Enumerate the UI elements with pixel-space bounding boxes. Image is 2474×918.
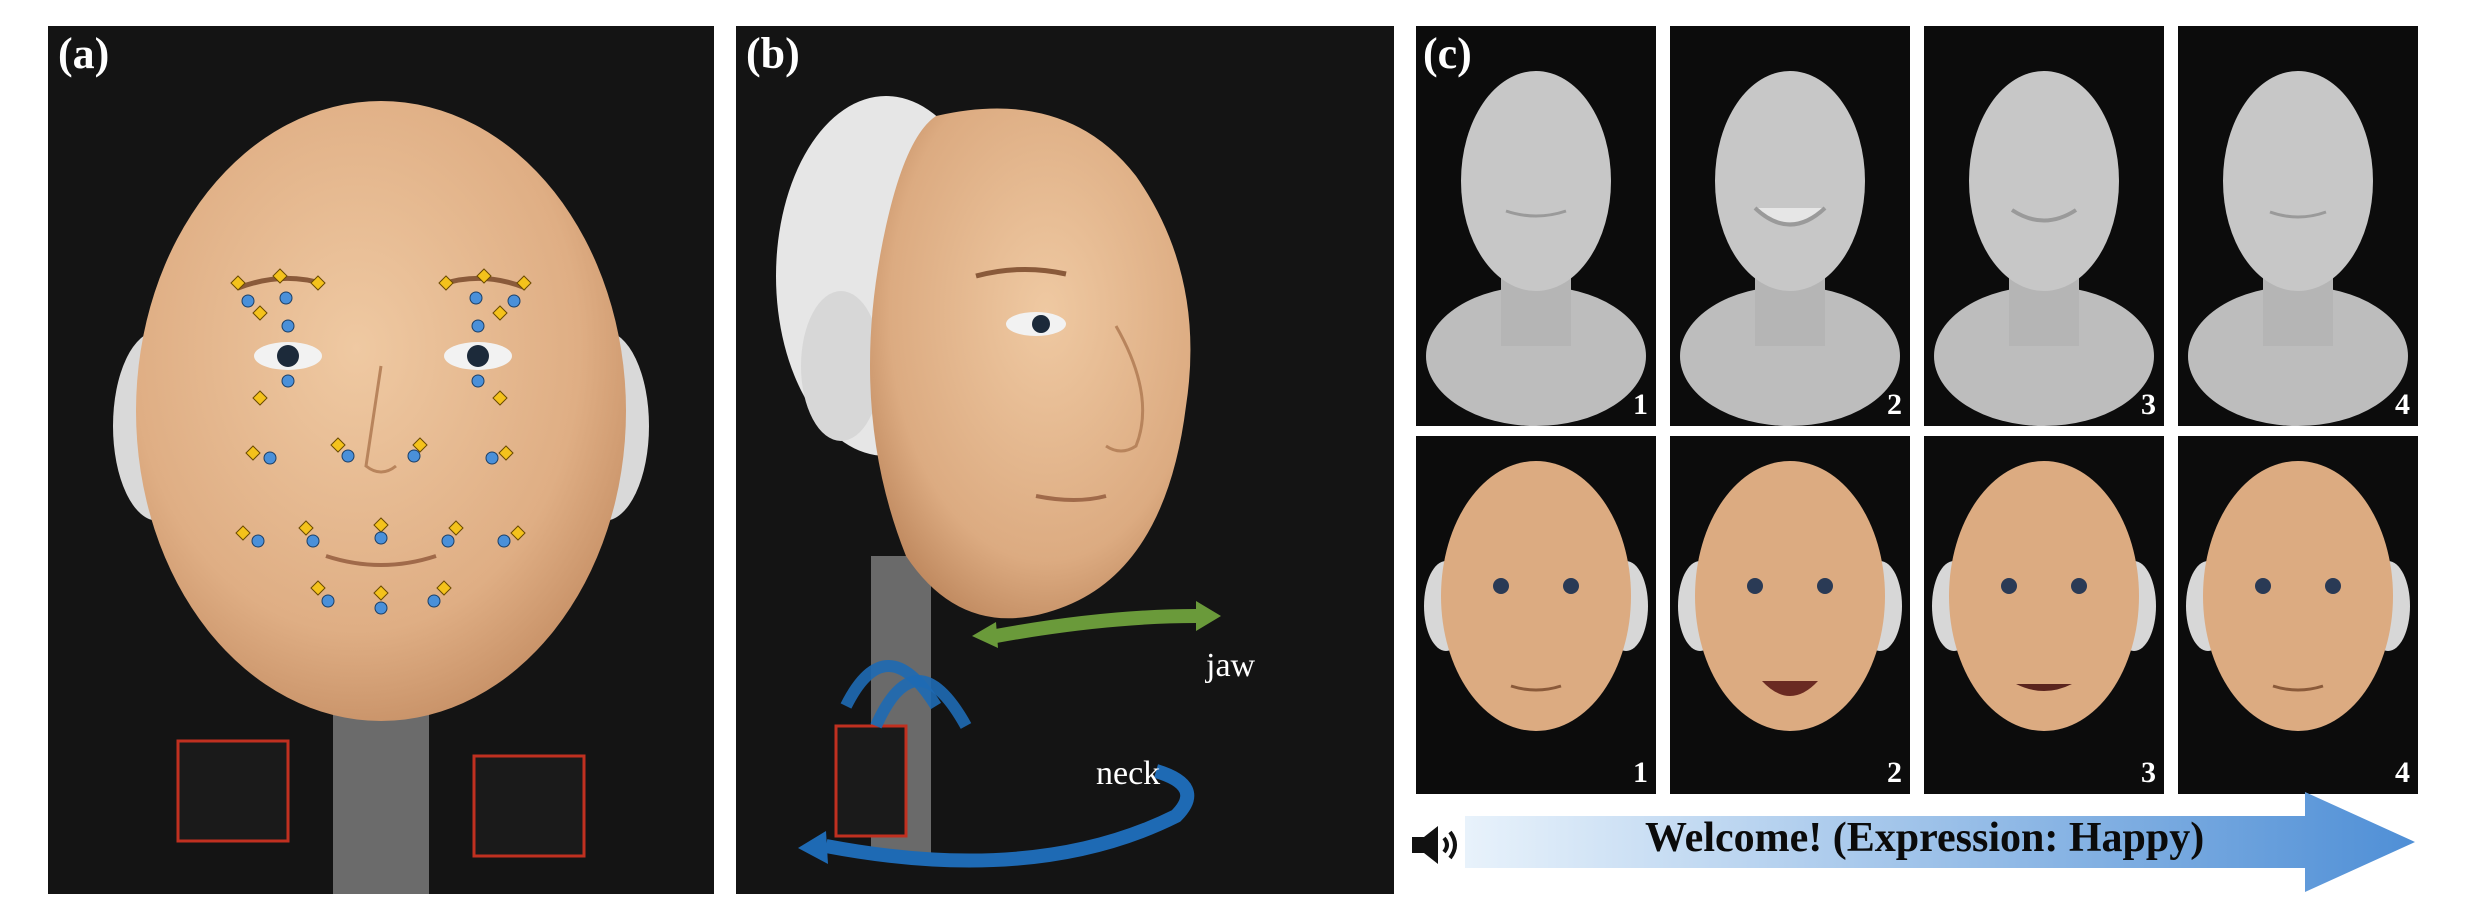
robot-num-1: 1: [1633, 756, 1648, 789]
robot-face-front-illustration: [113, 101, 649, 894]
panel-a-label: (a): [58, 29, 110, 78]
mouth: [325, 554, 437, 567]
side-face: [870, 108, 1191, 619]
jaw-label: jaw: [1205, 647, 1256, 684]
render-num-4: 4: [2395, 388, 2410, 421]
robot-frame-4: 4: [2178, 436, 2418, 794]
render-num-1: 1: [1633, 388, 1648, 421]
render-num-3: 3: [2141, 388, 2156, 421]
robot-num-3: 3: [2141, 756, 2156, 789]
render-frame-2: 2: [1670, 26, 1910, 426]
robot-frame-3: 3: [1924, 436, 2164, 794]
panel-a-robot-face-front: (a): [48, 26, 714, 894]
caption-arrow: Welcome! (Expression: Happy): [1465, 792, 2415, 892]
side-mouth: [1035, 494, 1107, 502]
face: [136, 101, 626, 721]
robot-num-2: 2: [1887, 756, 1902, 789]
facial-markers: [230, 268, 532, 615]
panel-b-robot-head-side: jaw neck (b): [736, 26, 1394, 894]
neck-rotation-arrows: [798, 660, 1195, 868]
left-servo: [176, 739, 290, 843]
panel-b-label: (b): [746, 29, 800, 78]
robot-frame-1: 1: [1416, 436, 1656, 794]
neck-label: neck: [1096, 755, 1160, 792]
side-nose: [1105, 325, 1145, 453]
render-frame-1: 1: [1416, 26, 1656, 426]
render-frame-3: 3: [1924, 26, 2164, 426]
caption-text: Welcome! (Expression: Happy): [1645, 815, 2205, 861]
nose: [364, 365, 397, 474]
robot-head-side-illustration: jaw neck: [776, 96, 1256, 868]
side-eyebrow: [975, 267, 1067, 279]
robot-frame-2: 2: [1670, 436, 1910, 794]
side-ear: [801, 291, 881, 441]
speaker-icon: [1412, 826, 1457, 864]
robot-num-4: 4: [2395, 756, 2410, 789]
render-frame-4: 4: [2178, 26, 2418, 426]
panel-c-label: (c): [1423, 29, 1472, 78]
jaw-arrow: [972, 601, 1221, 648]
render-num-2: 2: [1887, 388, 1902, 421]
neck-servo: [834, 724, 908, 838]
right-servo: [472, 754, 586, 858]
